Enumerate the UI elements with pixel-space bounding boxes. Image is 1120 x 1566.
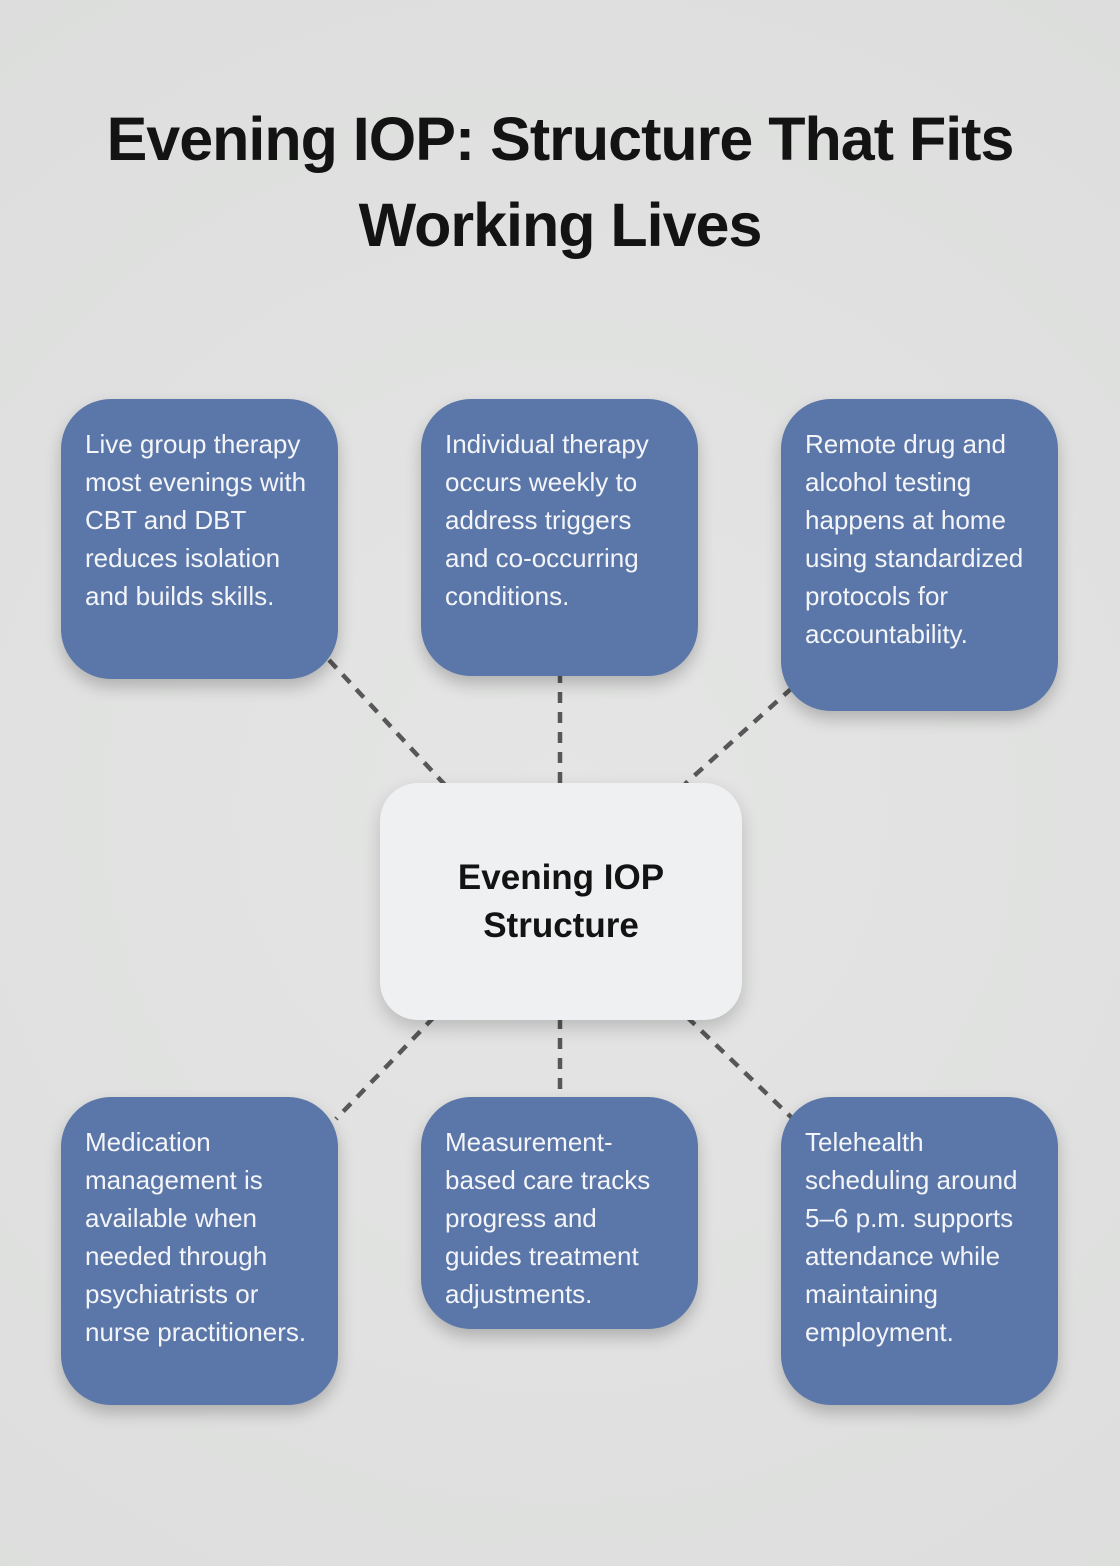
connector-line-top-right — [683, 686, 794, 786]
node-card-telehealth-scheduling: Telehealth scheduling around 5–6 p.m. su… — [781, 1097, 1058, 1405]
connector-line-bottom-right — [685, 1015, 794, 1120]
node-card-individual-therapy: Individual therapy occurs weekly to addr… — [421, 399, 698, 676]
node-card-remote-testing: Remote drug and alcohol testing happens … — [781, 399, 1058, 711]
page-title: Evening IOP: Structure That Fits Working… — [106, 105, 1015, 259]
node-card-live-group-therapy: Live group therapy most evenings with CB… — [61, 399, 338, 679]
connector-line-bottom-left — [334, 1015, 436, 1121]
connector-line-top-left — [327, 658, 448, 788]
center-node: Evening IOP Structure — [380, 783, 742, 1020]
center-node-label: Evening IOP Structure — [457, 857, 665, 945]
node-card-measurement-based-care: Measurement-based care tracks progress a… — [421, 1097, 698, 1329]
node-card-medication-management: Medication management is available when … — [61, 1097, 338, 1405]
